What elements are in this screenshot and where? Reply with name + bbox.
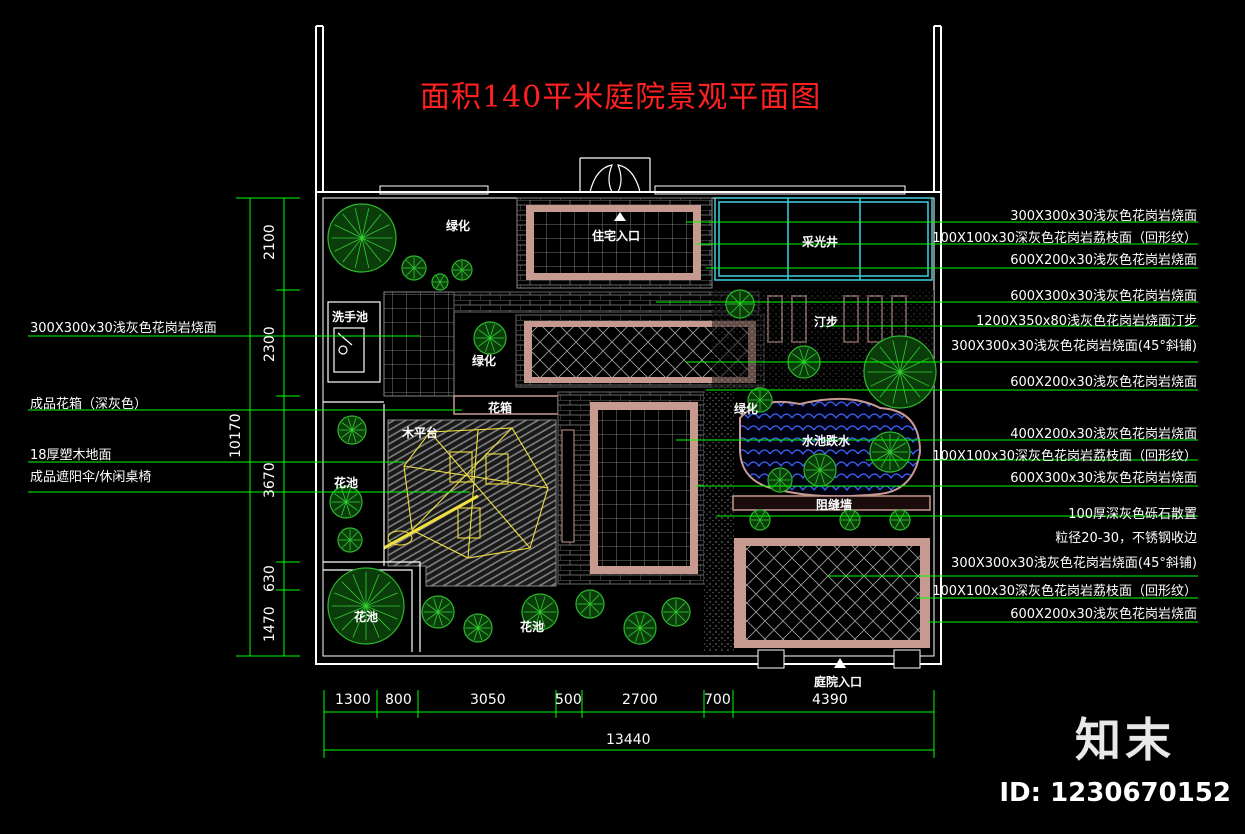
tree-symbol	[623, 611, 657, 645]
right-annotation: 300X300x30浅灰色花岗岩烧面	[1010, 209, 1197, 224]
tree-symbol	[869, 431, 911, 473]
skylight-well	[714, 197, 933, 281]
right-annotation: 400X200x30浅灰色花岗岩烧面	[1010, 427, 1197, 442]
drawing-title: 面积140平米庭院景观平面图	[420, 80, 822, 115]
umbrella-table	[383, 427, 549, 559]
tree-symbol	[575, 589, 605, 619]
tree-symbol	[327, 567, 405, 645]
label-flower-bed-left: 花池	[334, 476, 359, 490]
tree-symbol	[401, 255, 427, 281]
right-annotation: 600X300x30浅灰色花岗岩烧面	[1010, 289, 1197, 304]
dim-h: 4390	[812, 692, 848, 708]
tree-symbol	[839, 509, 861, 531]
left-annotation: 300X300x30浅灰色花岗岩烧面	[30, 321, 217, 336]
bottom-right-paving	[734, 538, 930, 669]
gravel-strip-right	[704, 392, 734, 652]
dim-v: 2300	[262, 326, 278, 362]
wash-basin	[327, 301, 381, 383]
label-screen-wall: 阻缝墙	[816, 498, 853, 512]
right-annotation: 粒径20-30，不锈钢收边	[1055, 531, 1197, 546]
tree-symbol	[889, 509, 911, 531]
right-annotation: 600X300x30浅灰色花岗岩烧面	[1010, 471, 1197, 486]
leader-lines	[28, 221, 1198, 623]
label-wood-deck: 木平台	[402, 426, 439, 440]
right-annotation: 100X100x30深灰色花岗岩荔枝面（回形纹）	[932, 231, 1197, 246]
tree-symbol	[767, 467, 793, 493]
left-annotation: 成品花箱（深灰色）	[30, 397, 148, 412]
screen-wall	[732, 495, 931, 511]
label-wash-basin: 洗手池	[332, 310, 369, 324]
label-greening-mid: 绿化	[472, 354, 497, 368]
label-pond: 水池跌水	[802, 434, 851, 448]
tree-symbol	[421, 595, 455, 629]
middle-paving	[557, 391, 723, 587]
tree-symbol	[521, 593, 559, 631]
image-id: ID: 1230670152	[999, 778, 1231, 808]
tree-symbol	[473, 321, 507, 355]
dim-h: 800	[385, 692, 412, 708]
tree-symbol	[451, 259, 473, 281]
tree-symbol	[337, 527, 363, 553]
label-greening-top: 绿化	[446, 219, 471, 233]
tree-symbol	[749, 509, 771, 531]
tree-symbol	[803, 453, 837, 487]
dim-v: 3670	[262, 462, 278, 498]
dim-v: 1470	[262, 606, 278, 642]
label-flower-bed-bl: 花池	[354, 610, 379, 624]
label-stepping-stones: 汀步	[814, 315, 839, 329]
right-annotation: 600X200x30浅灰色花岗岩烧面	[1010, 375, 1197, 390]
tree-symbol	[463, 613, 493, 643]
label-greening-right: 绿化	[734, 402, 759, 416]
dim-h: 3050	[470, 692, 506, 708]
tree-symbol	[747, 387, 773, 413]
dim-v: 2100	[262, 224, 278, 260]
dim-h: 2700	[622, 692, 658, 708]
label-yard-entrance: 庭院入口	[814, 675, 863, 689]
label-skylight-well: 采光井	[802, 235, 839, 249]
house-entrance-paving	[516, 197, 713, 289]
tree-symbol	[337, 415, 367, 445]
label-flower-bed-bottom: 花池	[520, 620, 545, 634]
label-flower-box: 花箱	[488, 401, 513, 415]
tree-symbol	[329, 485, 363, 519]
right-annotation: 600X200x30浅灰色花岗岩烧面	[1010, 607, 1197, 622]
tree-symbol	[327, 203, 397, 273]
tree-symbol	[431, 273, 449, 291]
tree-symbol	[725, 289, 755, 319]
left-annotation: 18厚塑木地面	[30, 448, 112, 463]
tree-symbol	[863, 335, 937, 409]
right-annotation: 100X100x30深灰色花岗岩荔枝面（回形纹）	[932, 449, 1197, 464]
paving-300-grid-left	[383, 291, 455, 397]
dim-h: 1300	[335, 692, 371, 708]
right-annotation: 300X300x30浅灰色花岗岩烧面(45°斜铺)	[951, 339, 1197, 354]
dim-v: 630	[262, 565, 278, 592]
dim-total-v: 10170	[228, 413, 244, 458]
dim-h: 500	[555, 692, 582, 708]
right-annotation: 100X100x30深灰色花岗岩荔枝面（回形纹）	[932, 584, 1197, 599]
dimension-lines	[236, 197, 935, 758]
left-annotation: 成品遮阳伞/休闲桌椅	[30, 470, 152, 485]
right-annotation: 100厚深灰色砾石散置	[1068, 507, 1197, 522]
tree-symbol	[661, 597, 691, 627]
dim-total-h: 13440	[606, 732, 651, 748]
brand-logo: 知末	[1075, 713, 1175, 767]
dim-h: 700	[704, 692, 731, 708]
right-annotation: 1200X350x80浅灰色花岗岩烧面汀步	[975, 314, 1197, 329]
right-annotation: 600X200x30浅灰色花岗岩烧面	[1010, 253, 1197, 268]
label-house-entrance: 住宅入口	[592, 229, 641, 243]
right-annotation: 300X300x30浅灰色花岗岩烧面(45°斜铺)	[951, 556, 1197, 571]
